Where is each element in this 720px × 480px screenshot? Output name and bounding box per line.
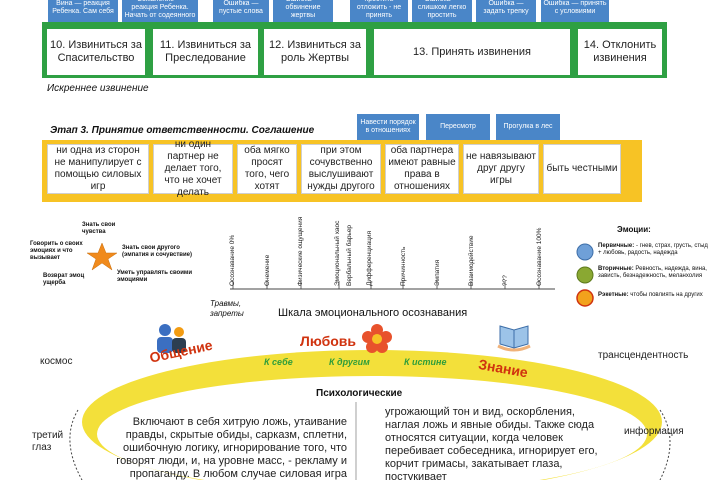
k-truth: К истине — [404, 357, 447, 367]
apology-box-13: 13. Принять извинения — [374, 29, 570, 75]
people-icon — [157, 324, 186, 353]
scale-tick-4: Вербальный барьер — [346, 224, 353, 286]
star-diagram — [86, 242, 118, 271]
k-other: К другим — [329, 357, 370, 367]
emotion-circle-racket-icon — [576, 289, 594, 307]
emotion-primary: Первичные: - гнев, страх, грусть, стыд +… — [598, 243, 708, 256]
emotion-circle-secondary-icon — [576, 266, 594, 284]
scale-tick-0: Осознавание 0% — [229, 234, 236, 286]
star-label-1: Говорить о своих эмоциях и что вызывает — [30, 241, 83, 261]
top-tag-3: Ошибка — обвинение жертвы — [273, 0, 333, 22]
apology-box-10: 10. Извиниться за Спасительство — [47, 29, 145, 75]
k-self: К себе — [264, 357, 293, 367]
agreement-box-0: ни одна из сторон не манипулирует с помо… — [47, 144, 149, 194]
scale-tick-1: Онемение — [264, 254, 271, 286]
emotion-secondary: Вторичные: Ревность, надежда, вина, зави… — [598, 266, 707, 279]
agreement-box-5: не навязывают друг другу игры — [463, 144, 539, 194]
scale-tick-6: Причинность — [400, 246, 407, 286]
top-tag-1: Сожаление — реакция Ребенка. Начать от с… — [122, 0, 198, 22]
side-information: информация — [624, 426, 684, 437]
scale-tick-2: Физические ощущения — [297, 216, 304, 286]
emotion-racket: Рэкетные: чтобы повлиять на других — [598, 292, 703, 298]
side-kosmos: космос — [40, 356, 73, 367]
apology-caption: Искреннее извинение — [47, 83, 149, 94]
scale-tick-8: Взаимодействие — [468, 235, 475, 286]
star-label-0: Знать свои чувства — [82, 222, 116, 235]
left-paragraph: Включают в себя хитрую ложь, утаивание п… — [116, 416, 347, 480]
scale-tick-3: Эмоциональный хаос — [334, 220, 341, 286]
scale-tick-10: Осознавание 100% — [536, 227, 543, 286]
scale-tick-7: Эмпатия — [434, 259, 441, 286]
top-tag-2: Ошибка — пустые слова — [213, 0, 269, 22]
scale-axis — [230, 281, 555, 290]
star-label-3: Возврат эмоц ущерба — [43, 273, 85, 286]
agreement-box-1: ни один партнер не делает того, что не х… — [153, 139, 233, 198]
side-transcendence: трансцендентность — [598, 350, 689, 361]
apology-box-12: 12. Извиниться за роль Жертвы — [264, 29, 366, 75]
top-tag-4: - простить - отложить - не принять — [350, 0, 408, 22]
stage3-tag-0: Навести порядок в отношениях — [357, 114, 419, 140]
love-ring — [69, 350, 671, 480]
star-label-2: Знать свои другого (эмпатия и сочувствие… — [122, 245, 192, 258]
agreement-box-3: при этом сочувственно выслушивают нужды … — [301, 144, 381, 194]
stage3-tag-1: Пересмотр — [426, 114, 490, 140]
apology-box-14: 14. Отклонить извинения — [578, 29, 662, 75]
right-paragraph: угрожающий тон и вид, оскорбления, нагла… — [385, 406, 598, 480]
scale-left-label: Травмы, запреты — [210, 299, 244, 318]
scale-title: Шкала эмоционального осознавания — [278, 307, 468, 319]
stage3-title: Этап 3. Принятие ответственности. Соглаш… — [50, 125, 315, 136]
book-hand-icon — [497, 325, 531, 352]
flower-icon — [362, 324, 392, 353]
inner-title: Психологические — [316, 388, 403, 399]
side-third-eye: третий глаз — [32, 430, 64, 453]
agreement-box-2: оба мягко просят того, чего хотят — [237, 144, 297, 194]
agreement-box-4: оба партнера имеют равные права в отноше… — [385, 144, 459, 194]
scale-tick-9: ??? — [502, 275, 509, 286]
top-tag-6: Ошибка — задать трепку — [476, 0, 536, 22]
top-tag-5: Ошибка — слишком легко простить — [412, 0, 472, 22]
word-love: Любовь — [300, 333, 357, 349]
star-icon — [86, 242, 118, 271]
emotion-circle-primary-icon — [576, 243, 594, 261]
emotions-title: Эмоции: — [617, 225, 651, 234]
scale-tick-5: Дифференциация — [366, 230, 373, 286]
top-tag-7: Ошибка — принять с условиями — [541, 0, 609, 22]
stage3-tag-2: Прогулка в лес — [496, 114, 560, 140]
apology-box-11: 11. Извиниться за Преследование — [153, 29, 258, 75]
star-label-4: Уметь управлять своими эмоциями — [117, 270, 193, 283]
top-tag-0: Вина — реакция Ребенка. Сам себя — [48, 0, 118, 22]
agreement-box-6: быть честными — [543, 144, 621, 194]
